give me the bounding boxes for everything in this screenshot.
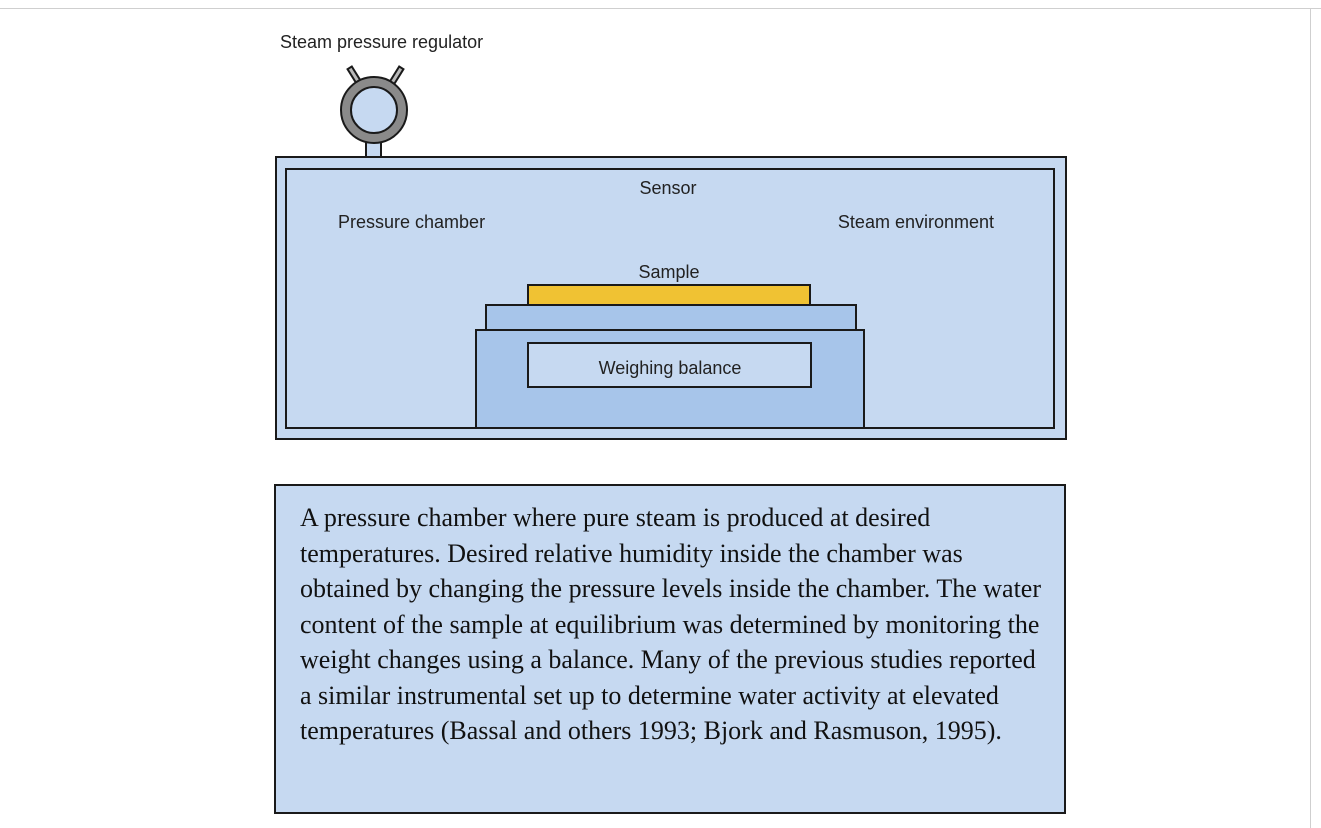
sample-label: Sample — [638, 262, 699, 282]
regulator-label: Steam pressure regulator — [280, 32, 483, 52]
sample-block — [527, 284, 811, 306]
right-border-line — [1310, 8, 1311, 828]
steam-environment-label: Steam environment — [838, 212, 994, 232]
pressure-chamber-label: Pressure chamber — [338, 212, 485, 232]
weighing-balance-display — [527, 342, 812, 388]
balance-pan — [485, 304, 857, 331]
caption-box: A pressure chamber where pure steam is p… — [274, 484, 1066, 814]
top-border-line — [0, 8, 1321, 9]
caption-text: A pressure chamber where pure steam is p… — [300, 503, 1041, 745]
regulator-gauge-face — [350, 86, 398, 134]
steam-pressure-regulator — [340, 65, 408, 158]
sensor-label: Sensor — [639, 178, 696, 198]
steam-chamber-diagram: Steam pressure regulator Sensor Pressure… — [275, 32, 1067, 440]
weighing-balance-label: Weighing balance — [599, 358, 742, 378]
